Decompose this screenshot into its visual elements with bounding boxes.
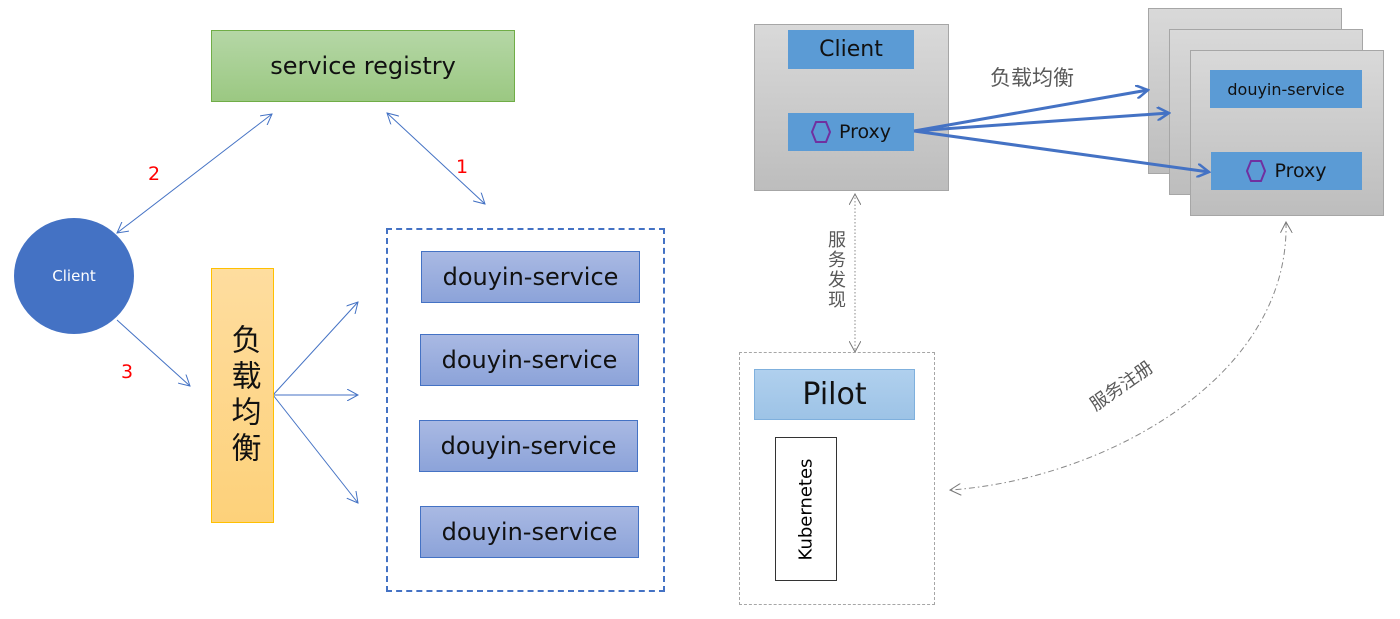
service-node: douyin-service [420,334,639,386]
step-1-label: 1 [456,156,469,178]
client-proxy-box: Proxy [788,113,914,151]
service-registry: service registry [211,30,515,102]
arrow-step-3 [116,319,190,386]
service-proxy-box: Proxy [1211,152,1362,190]
service-label: douyin-service [442,263,619,291]
hexagon-icon [810,121,831,143]
service-box: douyin-service [1210,70,1362,108]
kubernetes-box: Kubernetes [775,437,837,581]
discovery-label: 服务发现 [825,230,846,310]
pilot-box: Pilot [754,369,915,420]
arrow-step-2 [117,114,272,233]
load-balancer-label: 负载均衡 [225,323,261,468]
registration-arrow [950,222,1286,490]
registry-label: service registry [270,52,456,80]
service-node: douyin-service [420,506,639,558]
service-label: douyin-service [441,518,618,546]
service-label: douyin-service [440,432,617,460]
lb-arrow-3 [272,394,358,503]
client-node: Client [14,218,134,334]
service-label: douyin-service [1227,79,1345,99]
pilot-label: Pilot [802,377,867,412]
load-balancer: 负载均衡 [211,268,274,523]
control-plane [739,352,935,605]
proxy-label: Proxy [1274,160,1327,182]
service-node: douyin-service [419,420,638,472]
service-group [386,228,665,592]
client-label: Client [52,267,96,285]
step-3-label: 3 [121,361,134,383]
service-node: douyin-service [421,251,640,303]
kubernetes-label: Kubernetes [795,458,817,560]
hexagon-icon [1246,160,1267,182]
load-balance-label: 负载均衡 [990,66,1074,90]
lb-arrow-1 [272,302,358,396]
arrow-step-1 [387,113,485,204]
proxy-label: Proxy [838,121,892,143]
client-box: Client [788,30,914,69]
step-2-label: 2 [148,163,161,185]
service-label: douyin-service [441,346,618,374]
client-label: Client [819,37,883,62]
